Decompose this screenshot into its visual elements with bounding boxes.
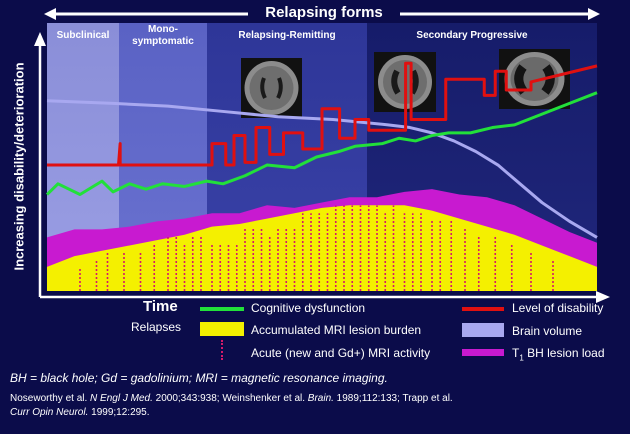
references-line-1: Noseworthy et al. N Engl J Med. 2000;343… [10,392,620,406]
y-axis-arrow-head [34,32,46,46]
ref-part: 1999;12:295. [88,407,150,418]
phase-label-relapsing-remitting: Relapsing-Remitting [238,30,336,41]
legend-t1-load: T1 BH lesion load [512,346,605,362]
legend-swatch-brain-volume [462,323,504,337]
ref-journal: Brain. [307,393,334,404]
legend-swatch-cognitive [200,307,244,311]
ref-journal: Curr Opin Neurol. [10,407,89,418]
footnote: BH = black hole; Gd = gadolinium; MRI = … [10,371,388,385]
legend-brain-volume: Brain volume [512,324,583,338]
legend-swatch-acute [221,340,223,360]
relapsing-forms-arrow-head-right [588,8,600,20]
ref-journal: N Engl J Med. [90,393,153,404]
legend-mri-burden: Accumulated MRI lesion burden [251,323,422,337]
legend-t1-prefix: T [512,346,520,360]
references-line-2: Curr Opin Neurol. 1999;12:295. [10,406,620,420]
legend-t1-suffix: BH lesion load [523,346,605,360]
ref-part: 1989;112:133; Trapp et al. [333,393,453,404]
legend-swatch-t1-load [462,349,504,356]
legend-disability: Level of disability [512,301,604,315]
legend-swatch-mri-burden [200,322,244,336]
phase-label-secondary-progressive: Secondary Progressive [416,30,528,41]
y-axis-label: Increasing disability/deterioration [11,62,27,271]
mri-scan-image-3 [499,49,570,109]
relapses-label: Relapses [131,320,182,334]
references: Noseworthy et al. N Engl J Med. 2000;343… [10,392,620,420]
x-axis-label: Time [143,298,178,315]
phase-label-monosymptomatic: Mono- symptomatic [132,24,194,47]
series-line-brain-volume [46,99,598,239]
relapsing-forms-title: Relapsing forms [265,4,383,21]
ref-part: 2000;343:938; Weinshenker et al. [152,393,308,404]
legend-t1-subscript: 1 [519,353,524,363]
legend-swatch-disability [462,307,504,311]
x-axis-arrow-head [596,291,610,303]
ref-part: Noseworthy et al. [10,393,91,404]
series-line-cognitive-dysfunction [45,91,598,197]
legend-cognitive: Cognitive dysfunction [251,301,366,315]
series-layer [45,61,598,291]
mri-scan-image-1 [241,58,302,118]
relapsing-forms-arrow-head-left [44,8,56,20]
legend-acute: Acute (new and Gd+) MRI activity [251,346,431,360]
phase-label-subclinical: Subclinical [56,30,110,41]
series-line-level-of-disability [47,61,598,167]
